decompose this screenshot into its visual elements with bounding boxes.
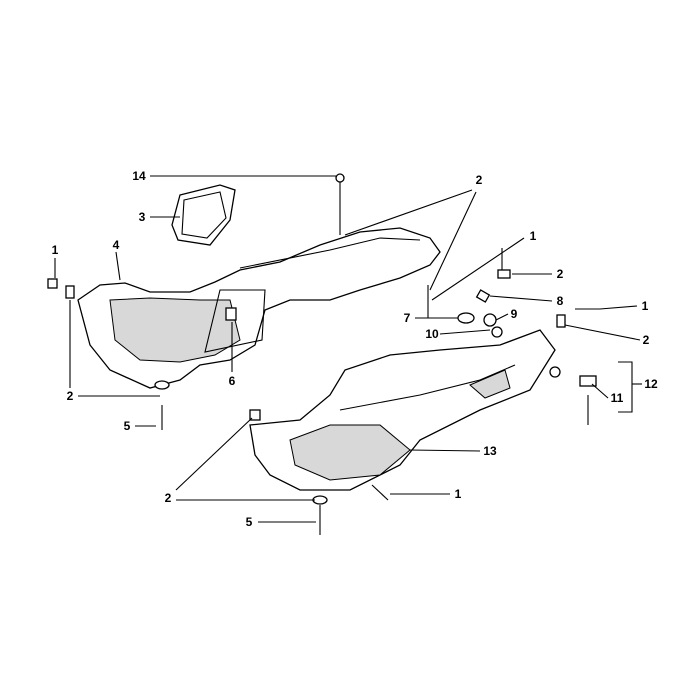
callout-2: 2 — [67, 389, 74, 403]
callout-4: 4 — [113, 238, 120, 252]
part-4-inner-shield — [77, 227, 441, 389]
leader-lines — [54, 175, 642, 523]
callout-10: 10 — [425, 327, 439, 341]
callout-14: 14 — [132, 169, 146, 183]
callout-2: 2 — [165, 491, 172, 505]
callout-2: 2 — [557, 267, 564, 281]
callout-3: 3 — [139, 210, 146, 224]
callout-1: 1 — [642, 299, 649, 313]
clip-2-left — [65, 285, 75, 299]
callout-2: 2 — [476, 173, 483, 187]
callout-7: 7 — [404, 311, 411, 325]
part-3-glovebox-lid — [171, 184, 236, 246]
callout-8: 8 — [557, 294, 564, 308]
callout-5: 5 — [124, 419, 131, 433]
callout-1: 1 — [52, 243, 59, 257]
part-13-floor-panel — [249, 329, 556, 491]
screw-1-left — [47, 278, 58, 289]
callout-9: 9 — [511, 307, 518, 321]
callout-13: 13 — [483, 444, 497, 458]
callout-1: 1 — [530, 229, 537, 243]
callout-5: 5 — [246, 515, 253, 529]
callout-11: 11 — [611, 391, 624, 405]
callout-6: 6 — [229, 374, 236, 388]
fasteners — [47, 173, 600, 535]
lock-11 — [579, 375, 597, 387]
callout-12: 12 — [644, 377, 658, 391]
callout-1: 1 — [455, 487, 462, 501]
callout-2: 2 — [643, 333, 650, 347]
